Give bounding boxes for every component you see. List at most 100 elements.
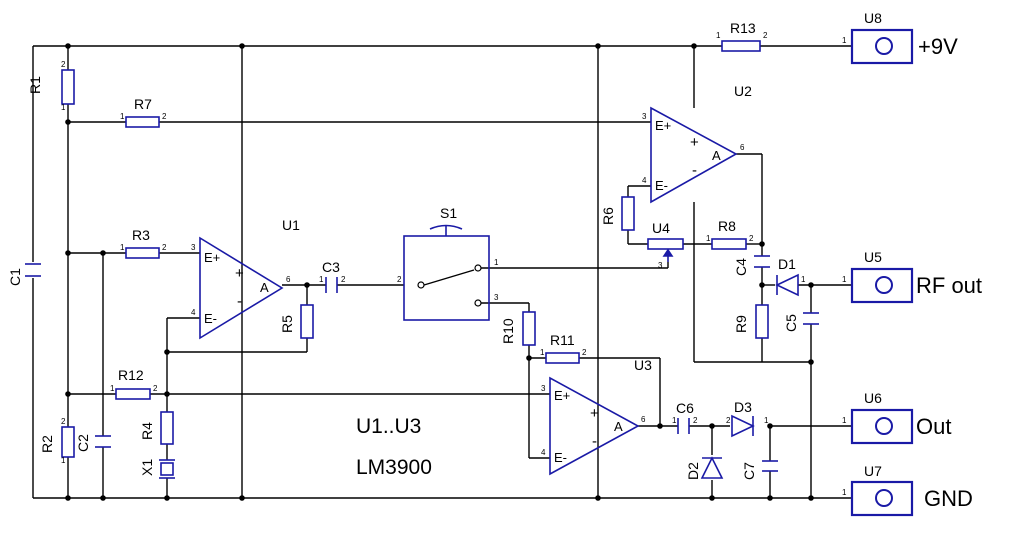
- svg-text:R10: R10: [500, 318, 516, 344]
- svg-text:A: A: [260, 280, 269, 295]
- svg-text:D3: D3: [734, 399, 752, 415]
- svg-text:2: 2: [153, 384, 158, 393]
- resistor-r12: R12: [115, 367, 151, 400]
- svg-text:1: 1: [540, 348, 545, 357]
- svg-text:E-: E-: [554, 450, 567, 465]
- potentiometer-u4: U4 3: [647, 220, 684, 270]
- svg-text:2: 2: [397, 275, 402, 284]
- svg-text:1: 1: [842, 416, 847, 425]
- svg-text:2: 2: [61, 60, 66, 69]
- connector-u7: U7 GND: [850, 463, 973, 517]
- svg-text:4: 4: [191, 308, 196, 317]
- svg-text:C2: C2: [75, 434, 91, 452]
- svg-text:-: -: [237, 293, 242, 310]
- svg-text:1: 1: [61, 103, 66, 112]
- resistor-r8: R8: [711, 218, 747, 250]
- svg-text:4: 4: [541, 448, 546, 457]
- svg-text:3: 3: [494, 293, 499, 302]
- svg-text:1: 1: [842, 36, 847, 45]
- svg-text:R1: R1: [27, 76, 43, 94]
- svg-text:U3: U3: [634, 357, 652, 373]
- resistor-r7: R7: [125, 96, 160, 128]
- capacitor-c5: C5: [783, 312, 819, 332]
- svg-text:-: -: [692, 162, 697, 179]
- svg-text:S1: S1: [440, 205, 457, 221]
- svg-text:A: A: [614, 419, 623, 434]
- svg-text:E+: E+: [204, 250, 220, 265]
- svg-text:D2: D2: [685, 462, 701, 480]
- svg-text:+9V: +9V: [918, 34, 958, 59]
- crystal-x1: X1: [139, 459, 175, 479]
- svg-text:6: 6: [740, 143, 745, 152]
- chip-note: U1..U3 LM3900: [356, 415, 432, 479]
- svg-text:R13: R13: [730, 20, 756, 36]
- svg-text:2: 2: [763, 31, 768, 40]
- svg-text:U7: U7: [864, 463, 882, 479]
- connector-u5: U5 RF out: [850, 249, 982, 304]
- wires: [32, 45, 852, 499]
- svg-text:1: 1: [716, 31, 721, 40]
- capacitor-c4: C4: [733, 255, 770, 276]
- svg-text:3: 3: [642, 112, 647, 121]
- svg-text:1: 1: [842, 488, 847, 497]
- svg-text:E-: E-: [655, 178, 668, 193]
- svg-text:1: 1: [801, 275, 806, 284]
- svg-text:1: 1: [120, 112, 125, 121]
- svg-text:3: 3: [191, 243, 196, 252]
- svg-text:E-: E-: [204, 311, 217, 326]
- resistor-r5: R5: [279, 304, 314, 339]
- svg-text:Out: Out: [916, 414, 951, 439]
- diode-d2: D2: [685, 456, 724, 480]
- svg-text:C7: C7: [741, 462, 757, 480]
- svg-text:2: 2: [582, 348, 587, 357]
- svg-text:+: +: [235, 265, 244, 282]
- svg-text:2: 2: [341, 275, 346, 284]
- svg-text:GND: GND: [924, 486, 973, 511]
- svg-text:3: 3: [658, 261, 663, 270]
- capacitor-c2: C2: [75, 434, 111, 452]
- diode-d3: D3: [731, 399, 755, 438]
- svg-text:+: +: [690, 134, 699, 151]
- svg-text:R7: R7: [134, 96, 152, 112]
- resistor-r13: R13: [721, 20, 761, 52]
- svg-text:2: 2: [749, 234, 754, 243]
- opamp-u1: E+ E- A + - 3 4 6 U1: [191, 217, 300, 340]
- capacitor-c7: C7: [741, 460, 778, 480]
- svg-text:6: 6: [286, 275, 291, 284]
- svg-text:2: 2: [693, 416, 698, 425]
- svg-text:1: 1: [120, 243, 125, 252]
- svg-text:6: 6: [641, 415, 646, 424]
- svg-text:U4: U4: [652, 220, 670, 236]
- svg-text:R3: R3: [132, 227, 150, 243]
- resistor-r9: R9: [733, 304, 769, 339]
- svg-text:R6: R6: [600, 207, 616, 225]
- capacitor-c6: C6: [676, 400, 694, 434]
- svg-text:C6: C6: [676, 400, 694, 416]
- svg-text:R11: R11: [550, 332, 575, 348]
- chip-note-line1: U1..U3: [356, 415, 421, 438]
- svg-text:U5: U5: [864, 249, 882, 265]
- svg-text:1: 1: [319, 275, 324, 284]
- svg-text:4: 4: [642, 176, 647, 185]
- svg-text:U6: U6: [864, 390, 882, 406]
- passive-pin-numbers: 2 1 1 2 1 2 1 2 2 1 1 2 1 2 1 2 1 2 1 2 …: [61, 31, 847, 497]
- svg-text:1: 1: [842, 275, 847, 284]
- svg-text:2: 2: [162, 243, 167, 252]
- svg-text:1: 1: [764, 416, 769, 425]
- svg-text:C5: C5: [783, 314, 799, 332]
- svg-text:1: 1: [672, 416, 677, 425]
- svg-text:A: A: [712, 148, 721, 163]
- resistor-r1: R1: [27, 69, 75, 105]
- svg-text:C1: C1: [7, 268, 23, 286]
- chip-note-line2: LM3900: [356, 456, 432, 479]
- switch-s1: S1 2 1 3: [397, 205, 499, 321]
- svg-text:D1: D1: [778, 256, 796, 272]
- svg-text:R2: R2: [39, 435, 55, 453]
- svg-text:R4: R4: [139, 422, 155, 440]
- svg-text:1: 1: [494, 258, 499, 267]
- svg-text:2: 2: [61, 417, 66, 426]
- resistor-r3: R3: [125, 227, 160, 259]
- svg-text:C3: C3: [322, 259, 340, 275]
- svg-text:-: -: [592, 433, 597, 450]
